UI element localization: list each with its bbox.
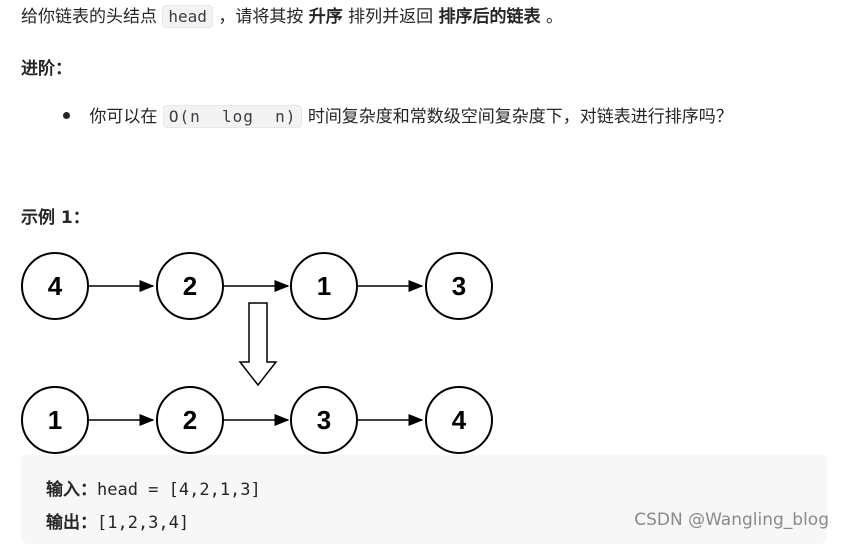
output-node-1-label: 1: [48, 405, 62, 435]
input-node-4-label: 3: [452, 271, 466, 301]
intro-bold-sorted-list: 排序后的链表: [438, 7, 541, 27]
input-label: 输入：: [46, 480, 97, 500]
intro-prefix: 给你链表的头结点: [21, 7, 157, 27]
advanced-title: 进阶：: [21, 59, 72, 79]
output-node-1: 1: [21, 386, 89, 454]
output-node-4-label: 4: [452, 405, 467, 435]
input-node-2: 2: [156, 252, 224, 320]
linked-list-diagram: 4 2 1 3 1 2 3 4: [21, 252, 493, 454]
output-label: 输出：: [46, 513, 97, 533]
bullet-suffix: 时间复杂度和常数级空间复杂度下，对链表进行排序吗？: [307, 107, 733, 127]
advanced-bullet: 你可以在 O(n log n) 时间复杂度和常数级空间复杂度下，对链表进行排序吗…: [63, 104, 733, 130]
bullet-dot-icon: [63, 111, 70, 119]
example-io-block: 输入：head = [4,2,1,3] 输出：[1,2,3,4]: [21, 455, 827, 544]
intro-suffix-plain: 排列并返回: [348, 7, 434, 27]
bullet-prefix: 你可以在: [89, 107, 158, 127]
example-output-line: 输出：[1,2,3,4]: [46, 508, 189, 533]
head-code: head: [162, 5, 213, 28]
input-node-3-label: 1: [317, 271, 331, 301]
intro-bold-ascending: 升序: [308, 7, 343, 27]
output-node-3-label: 3: [317, 405, 331, 435]
intro-end: 。: [545, 7, 563, 27]
problem-statement: 给你链表的头结点 head ，请将其按 升序 排列并返回 排序后的链表 。: [21, 4, 563, 30]
input-value: head = [4,2,1,3]: [97, 480, 261, 500]
input-node-2-label: 2: [183, 271, 197, 301]
input-node-1-label: 4: [48, 271, 63, 301]
output-node-4: 4: [425, 386, 493, 454]
csdn-watermark: CSDN @Wangling_blog: [634, 510, 829, 530]
output-node-3: 3: [290, 386, 358, 454]
down-arrow-icon: [238, 302, 278, 387]
input-node-1: 4: [21, 252, 89, 320]
complexity-code: O(n log n): [162, 105, 303, 128]
example-input-line: 输入：head = [4,2,1,3]: [46, 475, 261, 500]
input-node-3: 1: [290, 252, 358, 320]
output-value: [1,2,3,4]: [97, 513, 190, 533]
intro-middle: ，请将其按: [218, 7, 304, 27]
input-node-4: 3: [425, 252, 493, 320]
output-node-2: 2: [156, 386, 224, 454]
example-title: 示例 1：: [21, 208, 90, 228]
output-node-2-label: 2: [183, 405, 197, 435]
